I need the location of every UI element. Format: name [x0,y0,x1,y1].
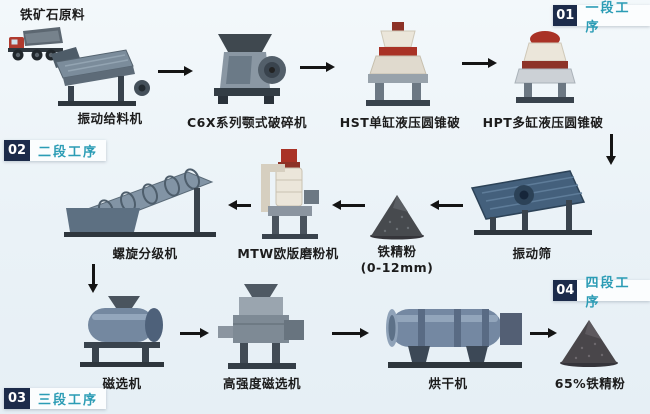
label-raw-material: 铁矿石原料 [20,7,86,22]
label-final-product: 65%铁精粉 [554,376,626,391]
label-mtw-mill: MTW欧版磨粉机 [237,246,339,261]
stage-3-label: 三段工序 [30,388,107,409]
label-dryer: 烘干机 [428,376,468,391]
stage-1-number: 01 [553,5,578,26]
flow-arrow-magnetic-to-high [180,328,209,338]
hst-cone-crusher-image [362,20,434,112]
flow-arrow-hpt-to-screen [606,134,616,165]
flow-arrow-mill-to-classifier [228,200,251,210]
label-vibrating-feeder: 振动给料机 [77,111,143,126]
stage-2-badge: 02 二段工序 [4,140,107,161]
dryer-image [384,294,526,372]
flow-arrow-high-to-dryer [332,328,369,338]
jaw-crusher-image [202,30,290,110]
stage-1-badge: 01 一段工序 [553,1,650,35]
flow-arrow-jaw-to-hst [300,62,335,72]
flow-arrow-powder-to-mill [332,200,365,210]
stage-1-label: 一段工序 [577,1,650,35]
label-hpt-cone-crusher: HPT多缸液压圆锥破 [482,115,604,130]
flow-arrow-feeder-to-jaw [158,66,193,76]
flow-arrow-dryer-to-final [530,328,557,338]
hpt-cone-crusher-image [512,28,578,110]
vibrating-screen-image [462,164,600,240]
mtw-mill-image [252,146,326,242]
stage-3-number: 03 [4,388,30,409]
high-intensity-magnetic-separator-image [210,282,312,372]
label-iron-powder: 铁精粉 [377,244,417,259]
stage-4-number: 04 [553,280,578,301]
flow-arrow-screen-to-powder [430,200,463,210]
label-spiral-classifier: 螺旋分级机 [112,246,178,261]
stage-2-label: 二段工序 [30,140,107,161]
stage-4-label: 四段工序 [577,276,650,310]
spiral-classifier-image [62,162,227,242]
stage-4-badge: 04 四段工序 [553,276,650,310]
flow-arrow-hst-to-hpt [462,58,497,68]
final-iron-powder-pile-image [558,316,620,368]
flow-arrow-classifier-to-magnetic [88,264,98,293]
stage-3-badge: 03 三段工序 [4,388,107,409]
label-iron-powder-size: (0-12mm) [360,260,434,275]
vibrating-feeder-image [48,44,153,108]
label-vibrating-screen: 振动筛 [512,246,552,261]
label-high-intensity-magnetic-separator: 高强度磁选机 [222,376,301,391]
magnetic-separator-image [68,294,176,370]
label-hst-cone-crusher: HST单缸液压圆锥破 [339,115,461,130]
label-magnetic-separator: 磁选机 [102,376,142,391]
iron-powder-pile-image [368,192,426,240]
label-jaw-crusher: C6X系列颚式破碎机 [186,115,307,130]
stage-2-number: 02 [4,140,30,161]
